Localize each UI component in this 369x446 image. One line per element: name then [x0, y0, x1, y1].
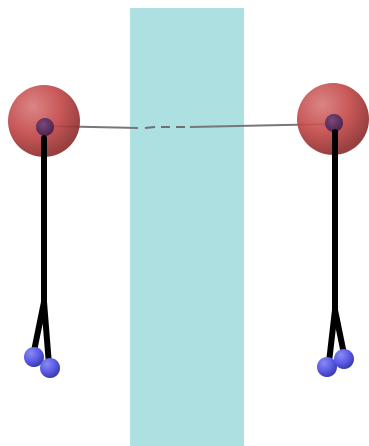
left-tail-end-2	[40, 358, 60, 378]
membrane-band	[130, 8, 244, 446]
right-tail-end-2	[334, 349, 354, 369]
right-tail-branch-b	[335, 310, 344, 354]
right-molecule	[297, 83, 369, 377]
linker-middle-dash-1	[145, 127, 155, 128]
right-tail-end-1	[317, 357, 337, 377]
left-molecule	[8, 85, 80, 378]
left-tail-branch-b	[44, 302, 49, 365]
left-head-core	[36, 118, 54, 136]
